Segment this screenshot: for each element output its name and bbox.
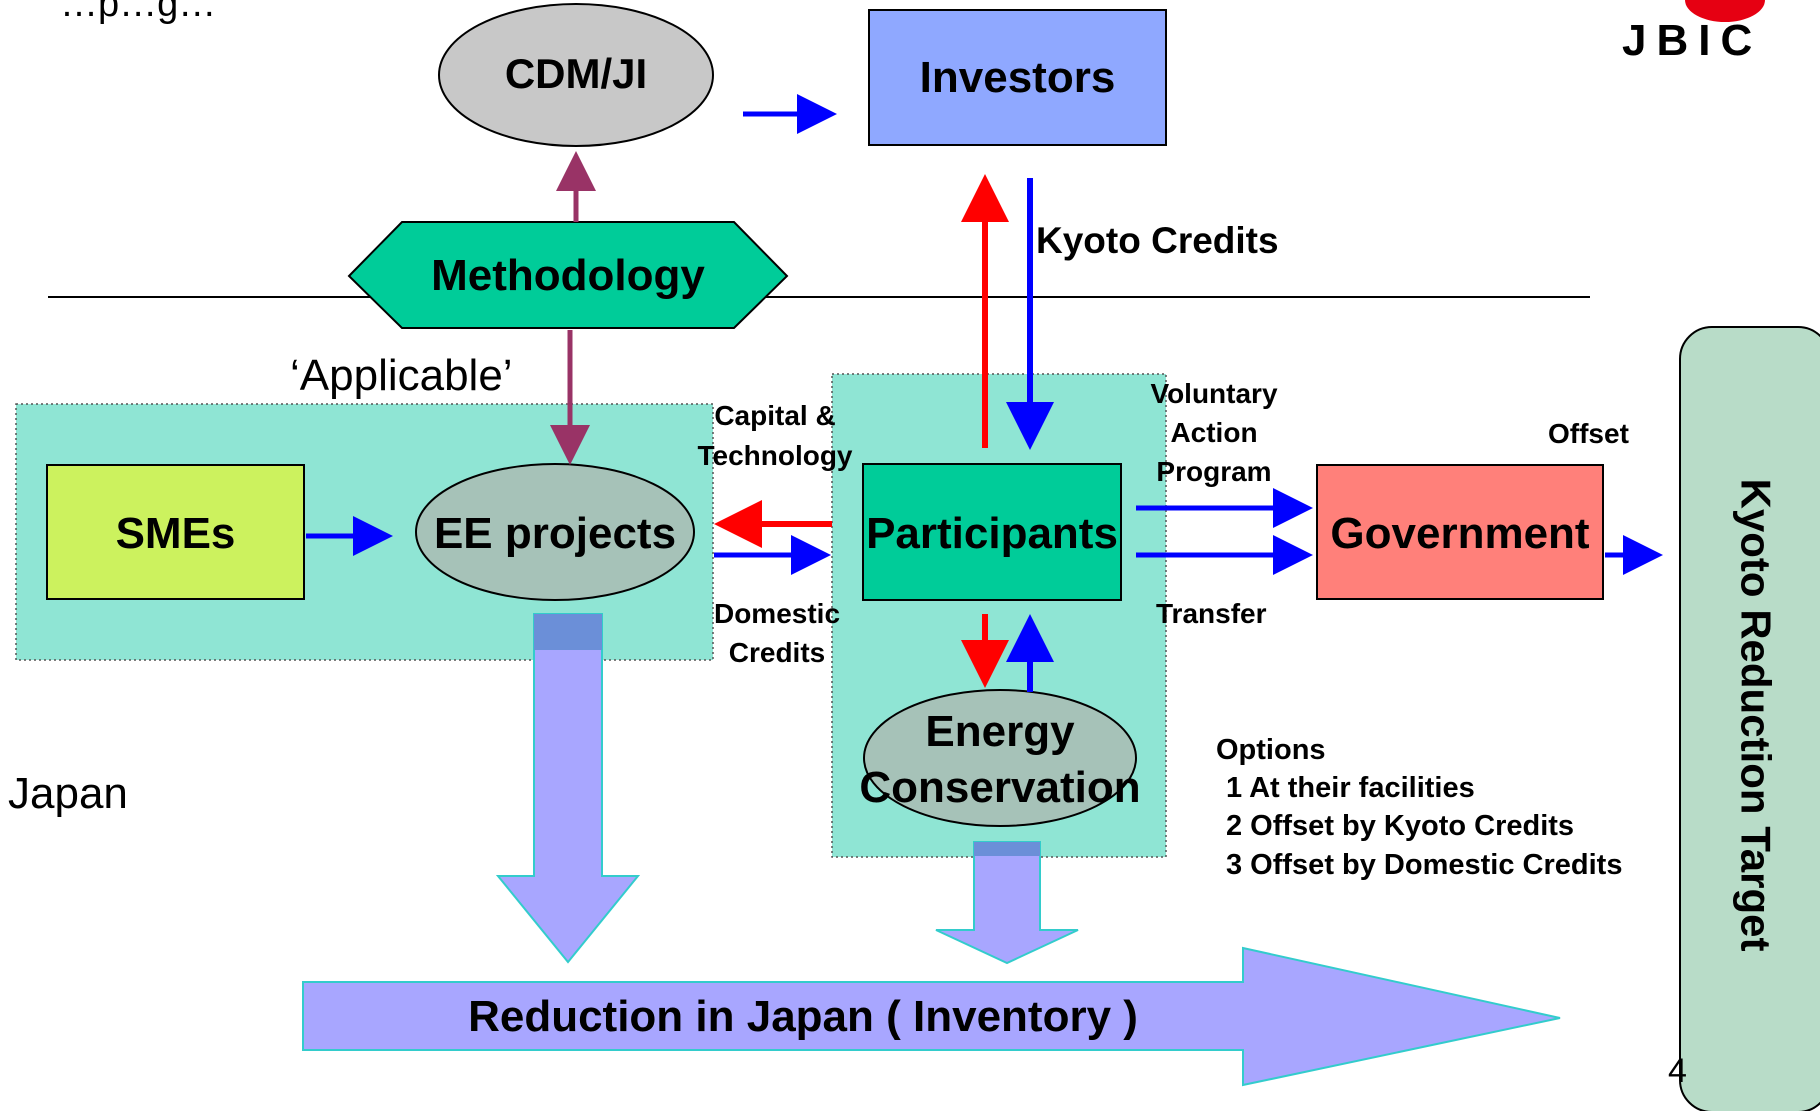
applicable-label: ‘Applicable’ [290,351,513,400]
kyoto-credits-label: Kyoto Credits [1036,220,1279,261]
options-item-1: 1 At their facilities [1226,772,1475,804]
options-item-2: 2 Offset by Kyoto Credits [1226,810,1575,842]
government-node [1316,464,1604,600]
ee-down-big-arrow [495,613,641,964]
methodology-label: Methodology [431,251,705,300]
investors-node [868,9,1167,146]
logo-text: JBIC [1622,16,1763,65]
cdm-ji-label: CDM/JI [504,50,648,97]
reduction-label: Reduction in Japan ( Inventory ) [468,992,1138,1041]
participants-node [862,463,1122,601]
reduction-big-arrow [302,946,1561,1087]
methodology-node [347,221,789,329]
smes-label: SMEs [115,509,236,558]
investors-label: Investors [919,53,1116,102]
japan-region-label: Japan [8,769,128,818]
cdm-ji-node [438,3,714,147]
kyoto-target-box [1679,326,1820,1111]
ee-down-big-arrow-top [534,614,602,650]
kyoto-target-label: Kyoto Reduction Target [1732,478,1780,952]
voluntary-action-label-2: Action [1170,417,1258,448]
domestic-credits-label-1: Domestic [713,598,841,629]
voluntary-action-label-1: Voluntary [1150,378,1278,409]
smes-node [46,464,305,600]
participants-label: Participants [866,509,1118,558]
options-item-3: 3 Offset by Domestic Credits [1226,849,1623,881]
energy-down-big-arrow [935,841,1079,965]
capital-technology-label-1: Capital & [714,400,836,431]
ee-projects-label: EE projects [433,509,677,558]
logo-mark-icon [1685,0,1765,22]
offset-label: Offset [1548,418,1629,449]
energy-conservation-node [863,689,1137,827]
government-label: Government [1330,509,1590,558]
voluntary-action-label-3: Program [1156,456,1272,487]
energy-down-big-arrow-top [974,842,1040,856]
options-title: Options [1216,734,1326,766]
page-number: 4 [1668,1052,1687,1090]
transfer-label: Transfer [1156,598,1267,629]
header-partial-text: …p…g… [60,0,217,25]
energy-conservation-label-2: Conservation [859,763,1141,812]
capital-technology-label-2: Technology [697,440,853,471]
energy-conservation-label-1: Energy [925,707,1075,756]
domestic-credits-label-2: Credits [728,637,826,668]
